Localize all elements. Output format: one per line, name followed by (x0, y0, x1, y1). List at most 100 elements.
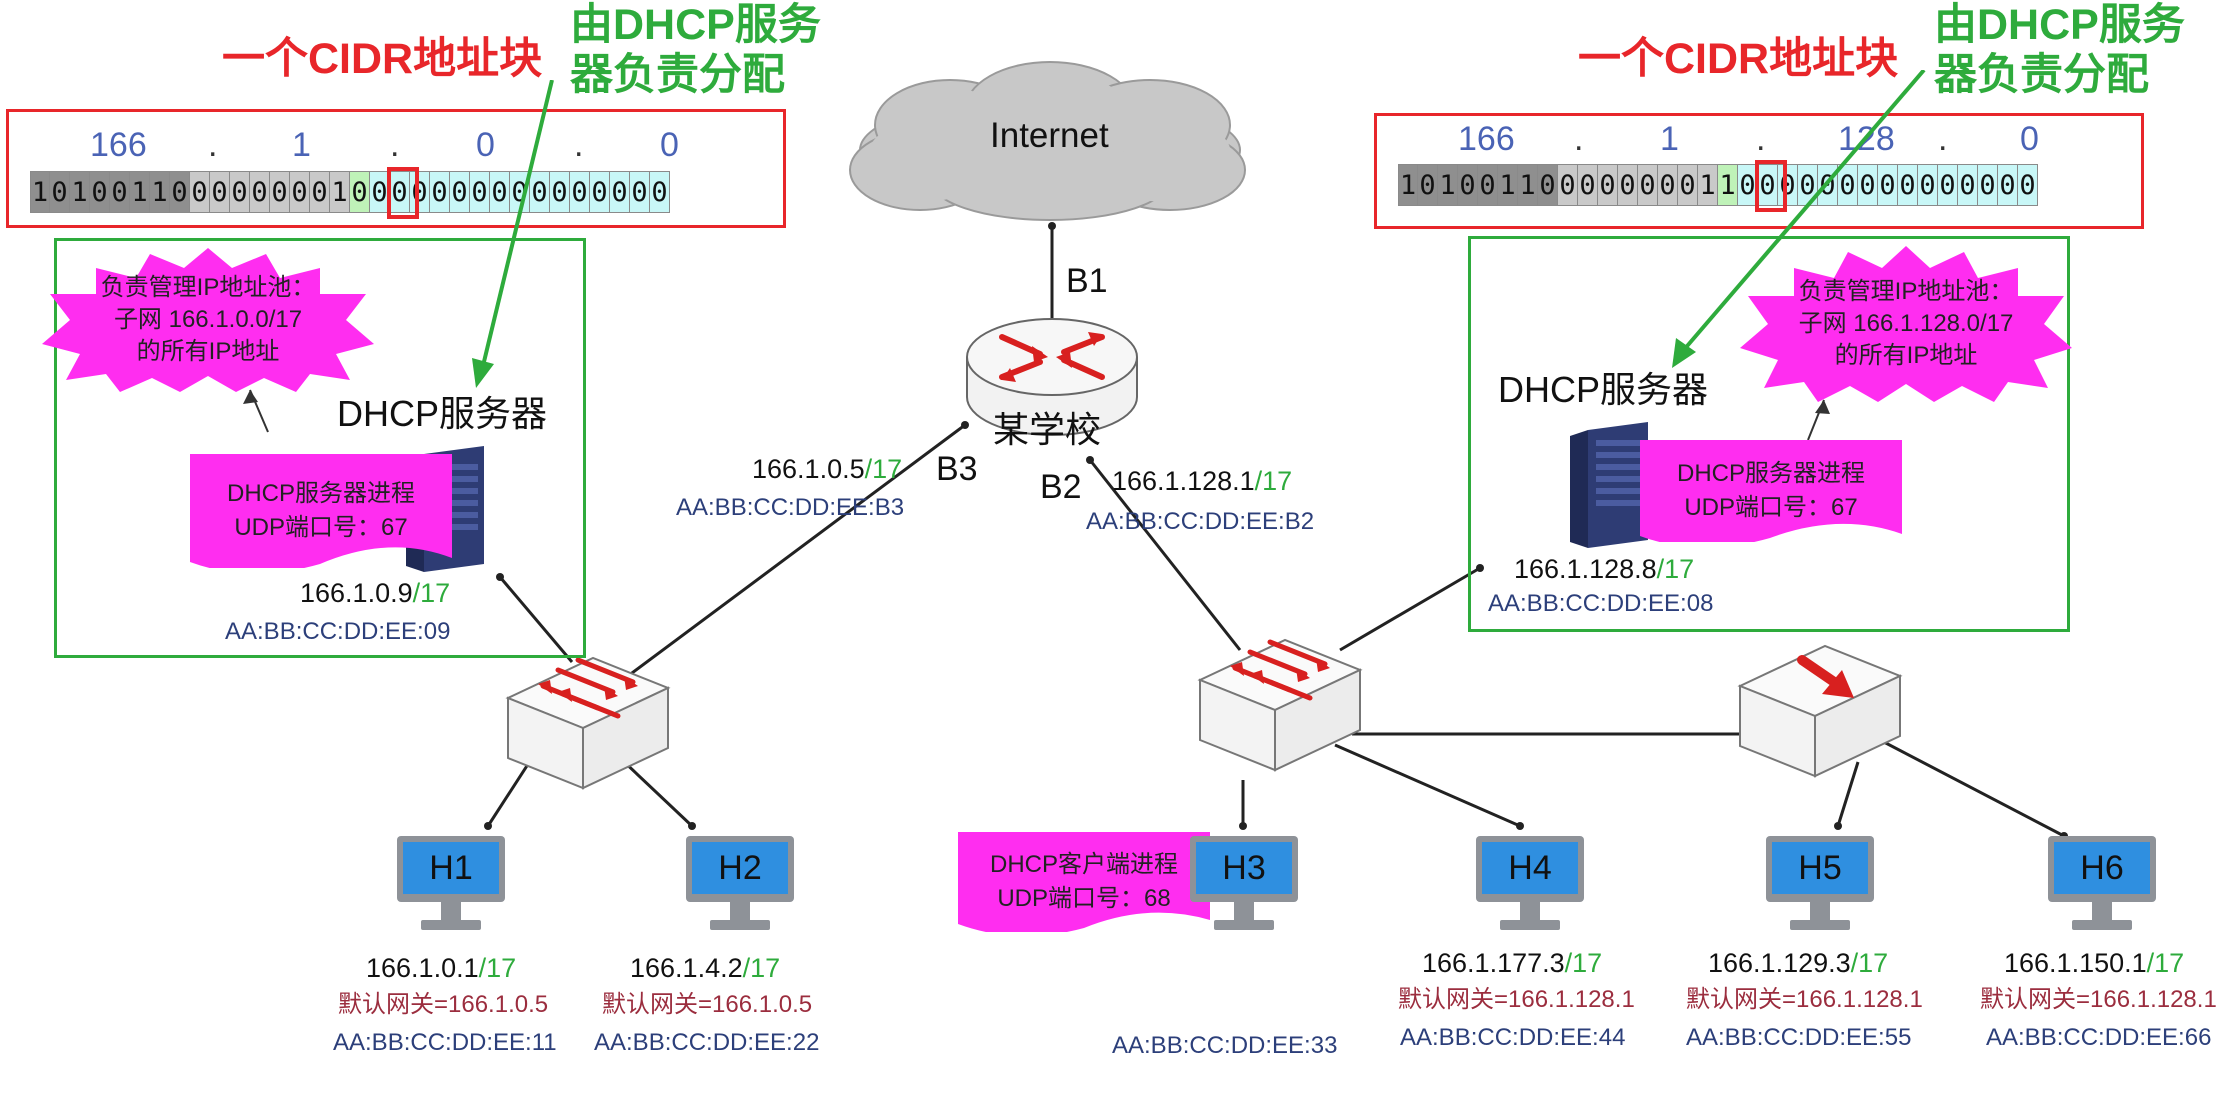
binary-bit: 0 (310, 171, 330, 213)
binary-bit: 0 (1478, 164, 1498, 206)
binary-bit: 0 (1538, 164, 1558, 206)
binary-bit: 0 (450, 171, 470, 213)
right-server-address: 166.1.128.8/17 (1514, 554, 1695, 584)
binary-bit: 0 (1618, 164, 1638, 206)
left-octet-3: 0 (476, 126, 495, 164)
router-b3-address: 166.1.0.5/17 (752, 454, 903, 484)
binary-bit: 0 (1418, 164, 1438, 206)
binary-bit: 0 (590, 171, 610, 213)
binary-bit: 1 (1518, 164, 1538, 206)
right-highlight-bit-box (1755, 160, 1787, 212)
right-dot-3: . (1938, 120, 1948, 158)
host-name: H6 (2054, 842, 2150, 894)
left-octet-1: 166 (90, 126, 147, 164)
binary-bit: 0 (1558, 164, 1578, 206)
right-dot-1: . (1574, 120, 1584, 158)
host-h3: H3 (1190, 836, 1298, 936)
left-dot-3: . (574, 126, 584, 164)
binary-bit: 0 (1638, 164, 1658, 206)
binary-bit: 0 (290, 171, 310, 213)
right-cidr-box (1374, 113, 2144, 229)
internet-label: Internet (990, 116, 1109, 155)
binary-bit: 0 (1938, 164, 1958, 206)
host-h4-address: 166.1.177.3/17 (1422, 948, 1603, 978)
host-h2-gateway: 默认网关=166.1.0.5 (602, 991, 813, 1018)
binary-bit: 1 (1718, 164, 1738, 206)
switch-middle-icon (1197, 638, 1363, 772)
host-h2-address: 166.1.4.2/17 (630, 953, 781, 983)
host-h5-gateway: 默认网关=166.1.128.1 (1686, 986, 1923, 1013)
host-h6: H6 (2048, 836, 2156, 936)
host-name: H4 (1482, 842, 1578, 894)
right-cidr-label: 一个CIDR地址块 (1578, 35, 1899, 83)
left-pool-burst: 负责管理IP地址池： 子网 166.1.0.0/17 的所有IP地址 (40, 246, 376, 394)
binary-bit: 0 (390, 171, 410, 213)
relay-right-icon (1737, 644, 1903, 778)
right-octet-2: 1 (1660, 120, 1679, 158)
binary-bit: 0 (1758, 164, 1778, 206)
host-h1: H1 (397, 836, 505, 936)
right-octet-1: 166 (1458, 120, 1515, 158)
switch-left-icon (505, 656, 671, 790)
right-pool-burst: 负责管理IP地址池： 子网 166.1.128.0/17 的所有IP地址 (1738, 244, 2074, 404)
binary-bit: 1 (1438, 164, 1458, 206)
right-server-mac: AA:BB:CC:DD:EE:08 (1488, 590, 1714, 617)
left-dhcp-server-process: DHCP服务器进程 UDP端口号：67 (190, 454, 452, 568)
binary-bit: 0 (1798, 164, 1818, 206)
binary-bit: 0 (530, 171, 550, 213)
binary-bit: 0 (1598, 164, 1618, 206)
host-name: H1 (403, 842, 499, 894)
binary-bit: 0 (650, 171, 670, 213)
binary-bit: 0 (430, 171, 450, 213)
left-green-arrow (472, 80, 554, 388)
left-dot-1: . (208, 126, 218, 164)
host-h5: H5 (1766, 836, 1874, 936)
binary-bit: 0 (510, 171, 530, 213)
binary-bit: 0 (1898, 164, 1918, 206)
host-h6-mac: AA:BB:CC:DD:EE:66 (1986, 1024, 2212, 1051)
right-dhcp-server-group (1468, 236, 2070, 632)
right-dhcp-server-process: DHCP服务器进程 UDP端口号：67 (1640, 440, 1902, 542)
binary-bit: 0 (1958, 164, 1978, 206)
binary-bit: 1 (330, 171, 350, 213)
binary-bit: 0 (570, 171, 590, 213)
left-cidr-box (6, 109, 786, 228)
binary-bit: 0 (1878, 164, 1898, 206)
binary-bit: 0 (270, 171, 290, 213)
binary-bit: 0 (210, 171, 230, 213)
left-highlight-bit-box (387, 167, 419, 219)
router-port-b2: B2 (1040, 468, 1082, 506)
binary-bit: 0 (110, 171, 130, 213)
binary-bit: 0 (550, 171, 570, 213)
binary-bit: 0 (1918, 164, 1938, 206)
binary-bit: 1 (1398, 164, 1418, 206)
left-server-title: DHCP服务器 (337, 393, 548, 434)
binary-bit: 0 (350, 171, 370, 213)
router-icon (966, 318, 1138, 436)
right-octet-4: 0 (2020, 120, 2039, 158)
host-h4-mac: AA:BB:CC:DD:EE:44 (1400, 1024, 1626, 1051)
router-name: 某学校 (993, 409, 1102, 450)
binary-bit: 0 (470, 171, 490, 213)
left-octet-4: 0 (660, 126, 679, 164)
host-h6-address: 166.1.150.1/17 (2004, 948, 2185, 978)
host-h4-gateway: 默认网关=166.1.128.1 (1398, 986, 1635, 1013)
left-dhcp-server-group (54, 238, 586, 658)
left-server-address: 166.1.0.9/17 (300, 578, 451, 608)
binary-bit: 0 (1578, 164, 1598, 206)
binary-bit: 0 (1978, 164, 1998, 206)
host-h1-mac: AA:BB:CC:DD:EE:11 (333, 1029, 557, 1056)
right-server-title: DHCP服务器 (1498, 369, 1709, 410)
binary-bit: 0 (1458, 164, 1478, 206)
left-cidr-label: 一个CIDR地址块 (222, 35, 543, 83)
dhcp-client-process: DHCP客户端进程 UDP端口号：68 (958, 832, 1210, 932)
binary-bit: 1 (70, 171, 90, 213)
left-dot-2: . (390, 126, 400, 164)
binary-bit: 0 (90, 171, 110, 213)
binary-bit: 0 (630, 171, 650, 213)
binary-bit: 0 (50, 171, 70, 213)
binary-bit: 0 (1658, 164, 1678, 206)
binary-bit: 1 (1498, 164, 1518, 206)
